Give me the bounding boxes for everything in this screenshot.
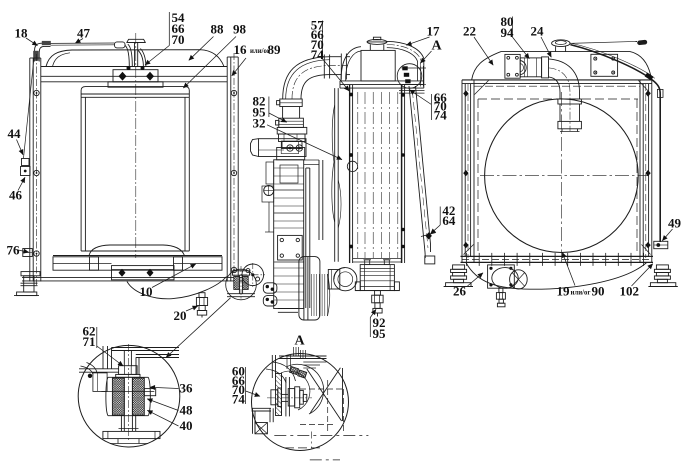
svg-text:88: 88 [211,22,225,37]
svg-text:70: 70 [434,99,447,114]
svg-text:57: 57 [311,18,325,33]
svg-text:70: 70 [232,382,245,397]
svg-text:74: 74 [311,47,325,62]
svg-text:26: 26 [453,284,467,299]
svg-text:74: 74 [232,391,246,406]
svg-text:64: 64 [442,213,456,228]
svg-text:66: 66 [434,90,448,105]
svg-text:49: 49 [668,216,682,231]
svg-text:71: 71 [83,334,96,349]
svg-text:76: 76 [7,243,21,258]
svg-text:98: 98 [233,22,247,37]
svg-text:19: 19 [557,284,571,299]
svg-text:66: 66 [232,373,246,388]
svg-text:18: 18 [15,26,29,41]
svg-text:74: 74 [434,107,448,122]
svg-text:60: 60 [232,364,245,379]
svg-text:24: 24 [531,24,545,39]
svg-text:92: 92 [373,315,386,330]
svg-text:66: 66 [311,27,325,42]
svg-text:44: 44 [8,126,22,141]
svg-text:70: 70 [172,32,185,47]
svg-text:10: 10 [140,284,153,299]
svg-text:89: 89 [268,42,282,57]
svg-text:94: 94 [501,25,515,40]
svg-text:16: 16 [234,42,248,57]
svg-text:62: 62 [83,324,96,339]
svg-text:80: 80 [501,14,514,29]
svg-text:17: 17 [427,24,441,39]
svg-text:42: 42 [442,203,455,218]
svg-text:95: 95 [253,104,267,119]
svg-text:22: 22 [463,24,476,39]
svg-text:66: 66 [172,21,186,36]
svg-text:82: 82 [253,94,266,109]
svg-text:102: 102 [620,284,640,299]
svg-text:90: 90 [592,284,605,299]
svg-text:36: 36 [180,381,194,396]
svg-text:70: 70 [311,37,324,52]
svg-text:32: 32 [253,116,266,131]
svg-text:48: 48 [180,403,194,418]
svg-text:40: 40 [180,418,193,433]
svg-text:54: 54 [172,10,186,25]
svg-text:20: 20 [174,308,187,323]
svg-text:или/or: или/or [250,48,270,55]
svg-text:46: 46 [9,188,23,203]
svg-text:A: A [432,39,443,54]
svg-text:A: A [295,334,306,349]
svg-text:95: 95 [373,326,387,341]
svg-text:или/or: или/or [571,290,591,297]
svg-text:47: 47 [77,26,91,41]
